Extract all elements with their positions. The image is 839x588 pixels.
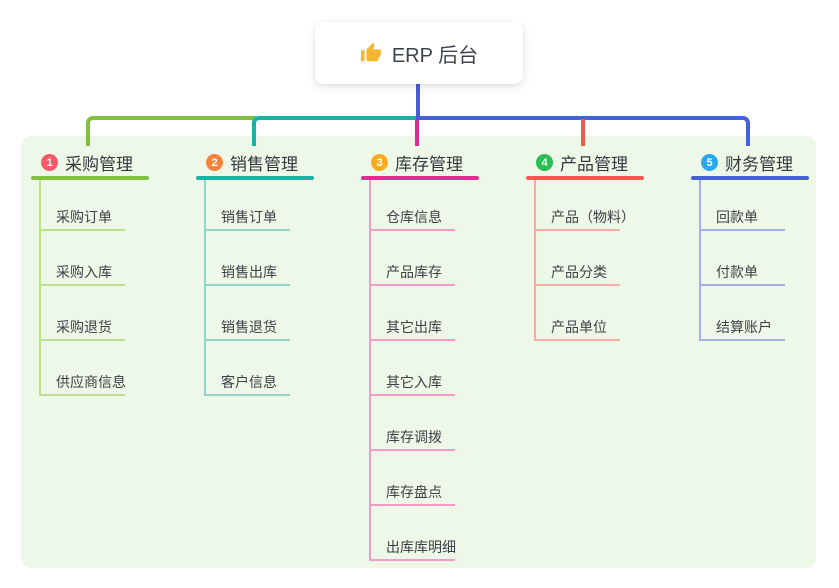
child-node-label: 付款单 [716, 264, 758, 280]
child-node: 付款单 [699, 260, 785, 286]
child-node-label: 采购订单 [56, 209, 112, 225]
branch-child-line [699, 180, 701, 340]
root-node-label: ERP 后台 [391, 44, 479, 67]
branch-title: 产品管理 [560, 155, 628, 174]
child-node-label: 供应商信息 [56, 374, 126, 390]
child-node: 销售出库 [204, 260, 290, 286]
child-node-label: 回款单 [716, 209, 758, 225]
connector-branch-1 [86, 116, 256, 146]
branch-number-badge: 1 [41, 154, 58, 171]
branch-underline [361, 176, 479, 180]
child-node-label: 销售退货 [221, 319, 277, 335]
child-node: 其它出库 [369, 315, 455, 341]
child-node-label: 产品（物料） [551, 209, 635, 225]
branch-title: 库存管理 [395, 155, 463, 174]
child-node: 采购订单 [39, 205, 125, 231]
branch-underline [196, 176, 314, 180]
connector-branch-5 [418, 116, 750, 146]
child-node: 库存盘点 [369, 480, 455, 506]
child-node-label: 产品库存 [386, 264, 442, 280]
branch-title: 采购管理 [65, 155, 133, 174]
child-node: 产品（物料） [534, 205, 635, 231]
child-node-label: 库存盘点 [386, 484, 442, 500]
child-node: 销售订单 [204, 205, 290, 231]
branch-child-line [369, 180, 371, 560]
branch-header: 4 产品管理 [536, 148, 628, 177]
branch-child-line [204, 180, 206, 395]
child-node: 采购入库 [39, 260, 125, 286]
connector-branch-2 [252, 116, 418, 146]
child-node-label: 销售出库 [221, 264, 277, 280]
child-node: 回款单 [699, 205, 785, 231]
child-node: 供应商信息 [39, 370, 126, 396]
root-node: ERP 后台 [315, 22, 523, 84]
child-node-label: 采购退货 [56, 319, 112, 335]
child-node: 产品分类 [534, 260, 620, 286]
branch-header: 3 库存管理 [371, 148, 463, 177]
child-node: 库存调拨 [369, 425, 455, 451]
child-node-label: 其它出库 [386, 319, 442, 335]
branch-underline [526, 176, 644, 180]
thumbs-up-icon [360, 42, 381, 62]
branch-header: 5 财务管理 [701, 148, 793, 177]
child-node-label: 产品分类 [551, 264, 607, 280]
child-node: 客户信息 [204, 370, 290, 396]
child-node-label: 库存调拨 [386, 429, 442, 445]
child-node: 出库库明细 [369, 535, 456, 561]
branch-header: 2 销售管理 [206, 148, 298, 177]
child-node-label: 仓库信息 [386, 209, 442, 225]
branch-number-badge: 5 [701, 154, 718, 171]
child-node-label: 结算账户 [716, 319, 772, 335]
thumbs-up-icon-path [360, 42, 381, 62]
connector-branch-4 [581, 119, 585, 146]
branch-title: 财务管理 [725, 155, 793, 174]
connector-branch-3 [415, 119, 419, 146]
branch-header: 1 采购管理 [41, 148, 133, 177]
branch-child-line [39, 180, 41, 395]
branch-number-badge: 4 [536, 154, 553, 171]
child-node-label: 产品单位 [551, 319, 607, 335]
child-node: 产品单位 [534, 315, 620, 341]
child-node: 产品库存 [369, 260, 455, 286]
branch-number-badge: 3 [371, 154, 388, 171]
branch-child-line [534, 180, 536, 340]
child-node-label: 客户信息 [221, 374, 277, 390]
child-node-label: 出库库明细 [386, 539, 456, 555]
child-node: 其它入库 [369, 370, 455, 396]
branch-underline [31, 176, 149, 180]
child-node: 采购退货 [39, 315, 125, 341]
branch-title: 销售管理 [230, 155, 298, 174]
mindmap-background-panel [21, 136, 816, 568]
child-node: 结算账户 [699, 315, 785, 341]
branch-underline [691, 176, 809, 180]
child-node-label: 销售订单 [221, 209, 277, 225]
child-node-label: 其它入库 [386, 374, 442, 390]
branch-number-badge: 2 [206, 154, 223, 171]
child-node: 销售退货 [204, 315, 290, 341]
root-connector [416, 84, 420, 120]
child-node: 仓库信息 [369, 205, 455, 231]
child-node-label: 采购入库 [56, 264, 112, 280]
